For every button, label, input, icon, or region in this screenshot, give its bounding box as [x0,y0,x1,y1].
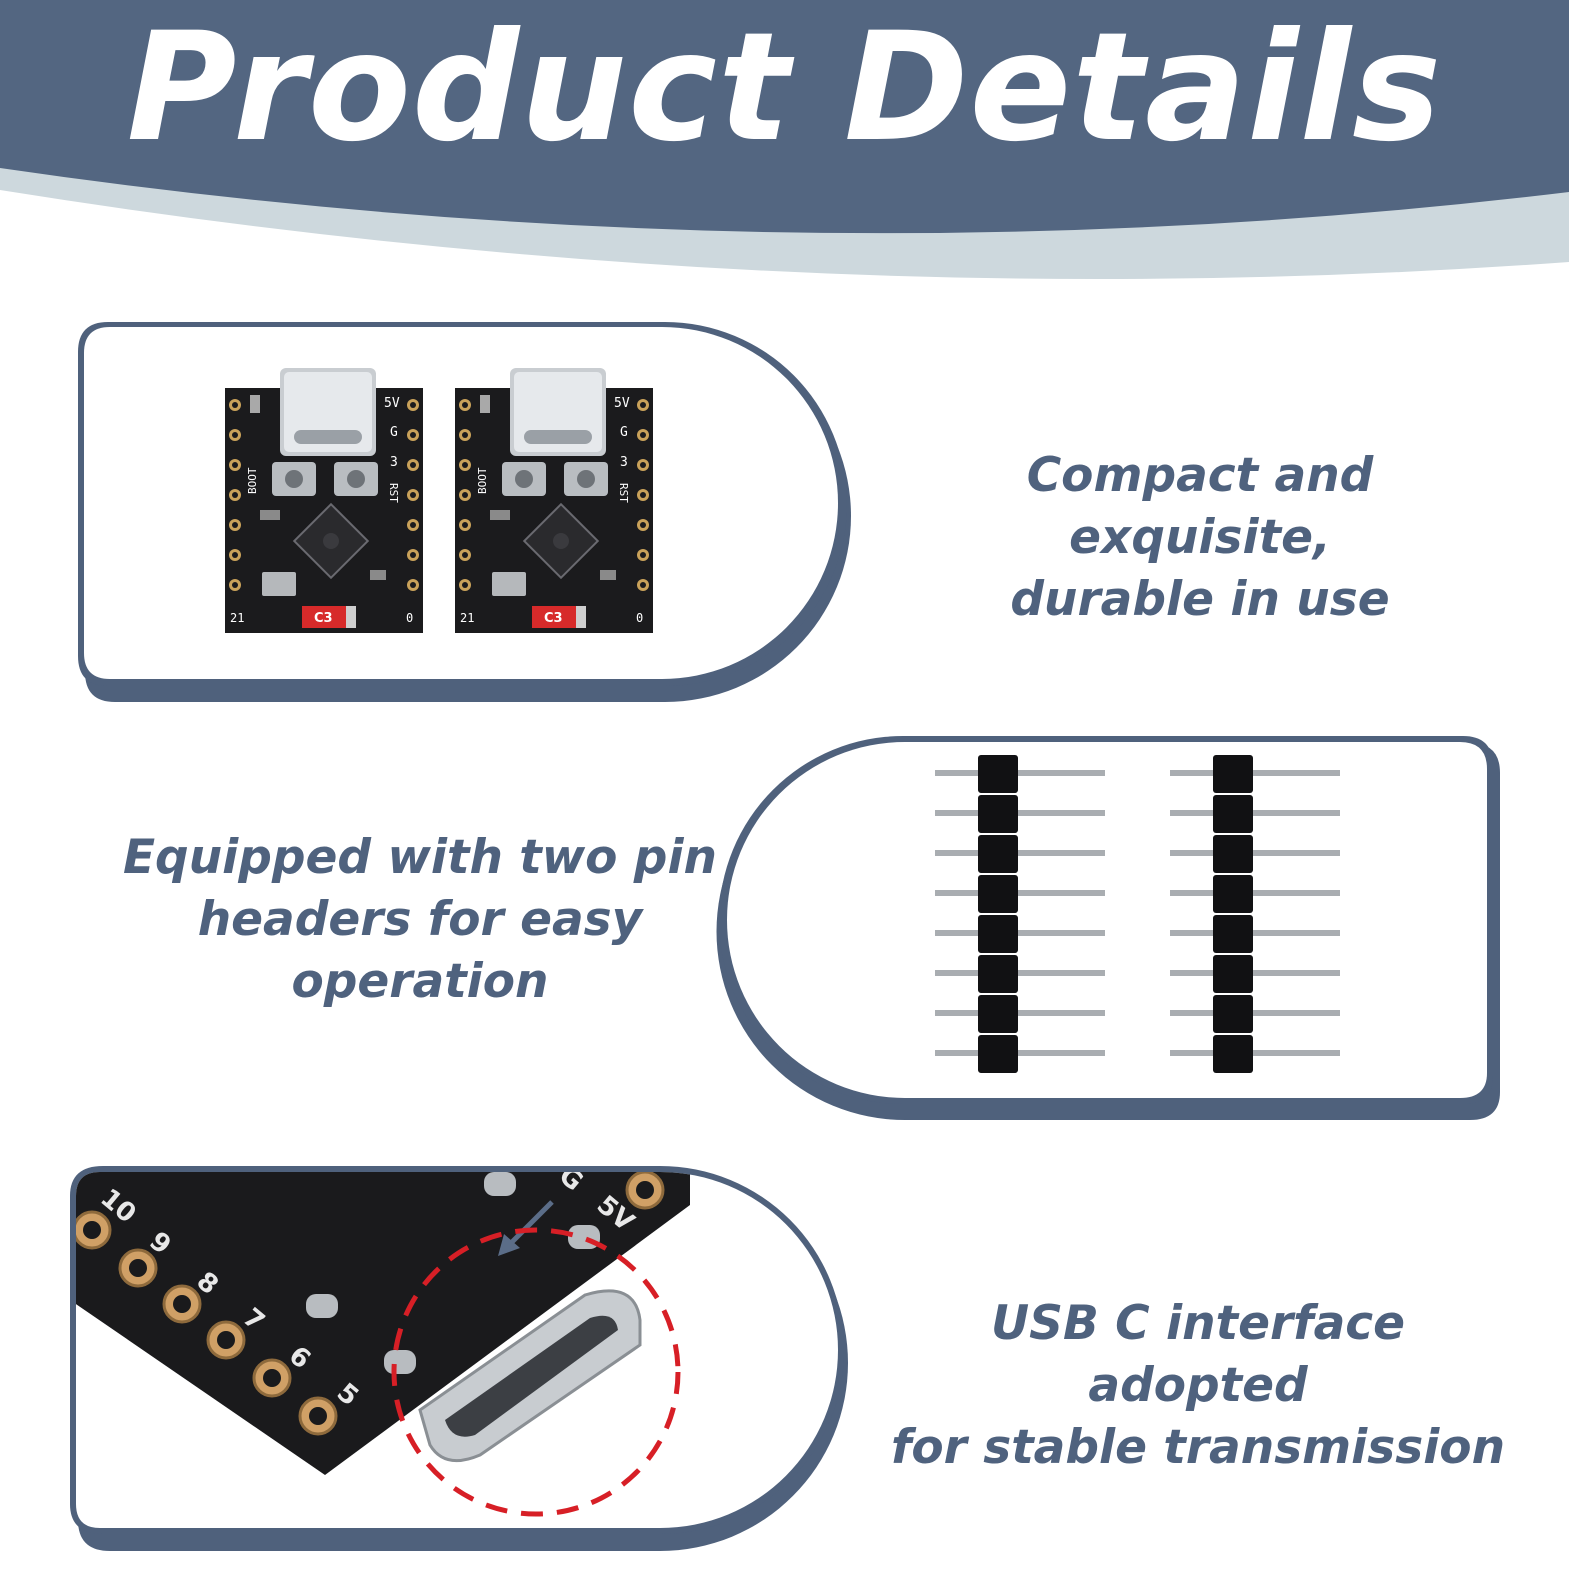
header-block [978,1035,1018,1073]
header-pin [1240,1010,1340,1016]
header-block [978,835,1018,873]
feature-caption-compact: Compact and exquisite, durable in use [895,445,1505,631]
header-block [978,875,1018,913]
header-pin [1240,930,1340,936]
label-rst: RST [617,483,630,503]
label-c3: C3 [314,611,333,626]
header-pin [1170,1050,1215,1056]
feature-caption-pin-headers: Equipped with two pin headers for easy o… [115,827,725,1013]
header-pin [935,1050,980,1056]
header-block [978,995,1018,1033]
header-pin [935,970,980,976]
feature-caption-usb-c: USB C interface adopted for stable trans… [878,1293,1518,1479]
header-block [1213,795,1253,833]
header-pin [1240,890,1340,896]
header-pin [1170,930,1215,936]
header-pin [1170,1010,1215,1016]
label-g: G [620,425,628,440]
header-pin [1005,930,1105,936]
pointer-arrow [506,1200,554,1248]
label-3: 3 [390,455,398,470]
highlight-circle [391,1227,681,1517]
caption-line: operation [291,954,549,1009]
label-0: 0 [406,611,413,625]
header-pin [935,850,980,856]
label-5v: 5V [384,396,400,411]
header-block [1213,755,1253,793]
header-pin [935,930,980,936]
header-pin [1005,810,1105,816]
caption-line: Equipped with two pin [122,830,718,885]
header-block [1213,1035,1253,1073]
header-pin [1170,890,1215,896]
caption-line: headers for easy [197,892,643,947]
header-block [978,915,1018,953]
header-block [978,795,1018,833]
header-pin [1005,970,1105,976]
header-block [978,755,1018,793]
header-pin [1170,970,1215,976]
page-title: Product Details [126,1,1443,175]
header-pin [1240,1050,1340,1056]
header-pin [1240,970,1340,976]
header-pin [1005,1050,1105,1056]
header-pin [1240,810,1340,816]
header-pin [935,810,980,816]
header-pin [1005,890,1105,896]
label-21: 21 [230,611,244,625]
header-block [1213,875,1253,913]
label-21: 21 [460,611,474,625]
header-block [1213,915,1253,953]
header-pin [935,770,980,776]
label-c3: C3 [544,611,563,626]
pin-headers-image [935,755,1340,1073]
header-block [1213,995,1253,1033]
header-pin [1005,770,1105,776]
boards-image: 5V G 3 RST BOOT C3 21 0 5V G 3 RST BOOT … [224,367,654,634]
header-pin [1240,770,1340,776]
header-block [1213,955,1253,993]
header-pin [935,890,980,896]
caption-line: USB C interface adopted [990,1296,1406,1413]
label-rst: RST [387,483,400,503]
header-pin [1170,850,1215,856]
caption-line: Compact and exquisite, [1026,448,1374,565]
header-pin [935,1010,980,1016]
label-5v: 5V [614,396,630,411]
header-pin [1170,770,1215,776]
header-pin [1005,850,1105,856]
header-pin [1240,850,1340,856]
label-boot: BOOT [246,467,259,494]
header-pin [1005,1010,1105,1016]
header-block [1213,835,1253,873]
label-g: G [390,425,398,440]
header-block [978,955,1018,993]
header-pin [1170,810,1215,816]
caption-line: for stable transmission [890,1420,1506,1475]
label-3: 3 [620,455,628,470]
header-banner [0,0,1569,280]
caption-line: durable in use [1010,572,1390,627]
label-boot: BOOT [476,467,489,494]
label-0: 0 [636,611,643,625]
